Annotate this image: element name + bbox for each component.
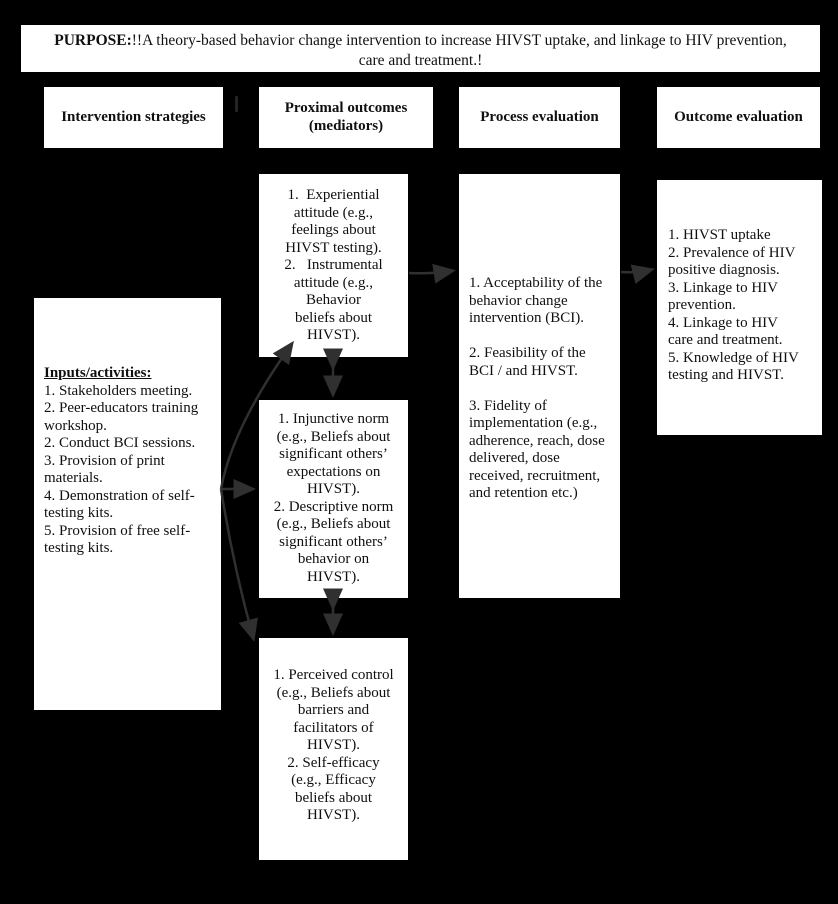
mediator-control-text: 1. Perceived control (e.g., Beliefs abou… (273, 667, 394, 823)
mediator-attitude-box: 1. Experiential attitude (e.g., feelings… (259, 174, 408, 357)
purpose-text: !!A theory-based behavior change interve… (131, 32, 787, 69)
header-label: Proximal outcomes (mediators) (284, 100, 408, 134)
outcome-evaluation-box: 1. HIVST uptake 2. Prevalence of HIV pos… (657, 180, 822, 435)
inputs-heading: Inputs/activities: (44, 365, 152, 381)
inputs-list: 1. Stakeholders meeting. 2. Peer-educato… (44, 382, 199, 557)
process-evaluation-text: 1. Acceptability of the behavior change … (469, 275, 605, 501)
arrow-process-to-outcome (620, 264, 655, 284)
mediator-norms-text: 1. Injunctive norm (e.g., Beliefs about … (273, 411, 394, 585)
header-intervention-strategies: Intervention strategies (44, 87, 223, 148)
outcome-evaluation-text: 1. HIVST uptake 2. Prevalence of HIV pos… (668, 227, 799, 383)
mediator-control-box: 1. Perceived control (e.g., Beliefs abou… (259, 638, 408, 860)
mediator-attitude-text: 1. Experiential attitude (e.g., feelings… (284, 187, 383, 343)
header-label: Outcome evaluation (674, 108, 803, 125)
arrow-mediators-to-process (408, 263, 456, 284)
arrow-inputs-to-control (219, 488, 258, 642)
inputs-activities-box: Inputs/activities:1. Stakeholders meetin… (34, 298, 221, 710)
purpose-box: PURPOSE:!!A theory-based behavior change… (21, 25, 820, 72)
mediator-norms-box: 1. Injunctive norm (e.g., Beliefs about … (259, 400, 408, 598)
process-evaluation-box: 1. Acceptability of the behavior change … (459, 174, 620, 598)
stray-mark (235, 96, 238, 112)
header-label: Process evaluation (480, 108, 599, 125)
header-label: Intervention strategies (61, 108, 206, 125)
header-outcome-evaluation: Outcome evaluation (657, 87, 820, 148)
header-proximal-outcomes: Proximal outcomes (mediators) (259, 87, 433, 148)
purpose-label: PURPOSE: (54, 32, 132, 49)
header-process-evaluation: Process evaluation (459, 87, 620, 148)
